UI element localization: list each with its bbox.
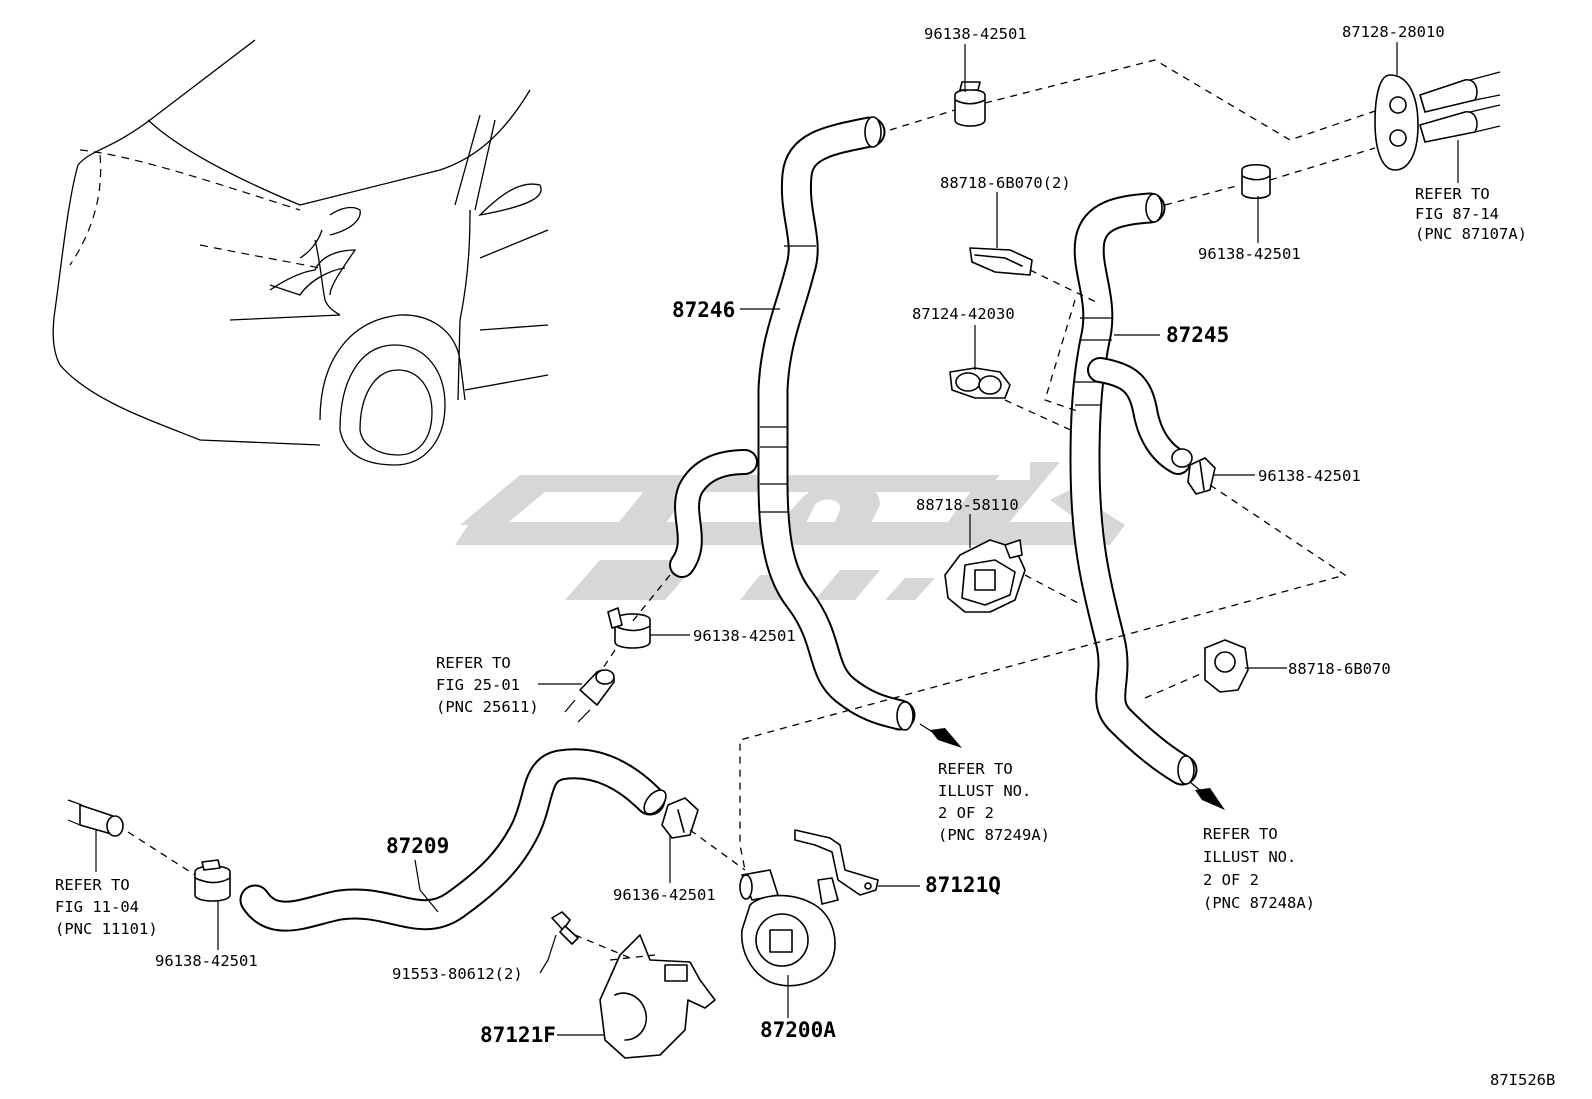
bracket-87121Q[interactable] <box>794 829 879 896</box>
clip-right-upper[interactable] <box>1241 163 1271 200</box>
label-refer-25-01-line2: FIG 25-01 <box>436 676 520 694</box>
hose-87245[interactable] <box>1069 192 1198 786</box>
clamp-87124[interactable] <box>949 367 1011 399</box>
label-bracket-87121Q: 87121Q <box>925 873 1001 897</box>
label-hose-87209: 87209 <box>386 834 449 858</box>
label-clip-center: 96138-42501 <box>693 627 796 645</box>
label-refer-87248-line1: REFER TO <box>1203 825 1278 843</box>
label-bracket-87121F: 87121F <box>480 1023 556 1047</box>
label-refer-87248-line2: ILLUST NO. <box>1203 848 1296 866</box>
label-refer-11-04-line3: (PNC 11101) <box>55 920 158 938</box>
label-valve-88718: 88718-58110 <box>916 496 1019 514</box>
clamp-88718-lower[interactable] <box>1204 639 1249 693</box>
label-clip-right-mid: 96138-42501 <box>1258 467 1361 485</box>
clip-right-mid[interactable] <box>1187 457 1216 495</box>
label-hose-87245: 87245 <box>1166 323 1229 347</box>
clip-center[interactable] <box>607 607 651 649</box>
hose-87209[interactable] <box>239 748 670 932</box>
label-hose-87246: 87246 <box>672 298 735 322</box>
hose-87246[interactable] <box>669 116 916 731</box>
label-pump-87200A: 87200A <box>760 1018 836 1042</box>
pump-87200A[interactable] <box>739 869 839 987</box>
label-clamp-right-lower: 88718-6B070 <box>1288 660 1391 678</box>
clamp-88718-top[interactable] <box>969 247 1033 276</box>
label-refer-87248-line3: 2 OF 2 <box>1203 871 1259 889</box>
valve-88718-58110[interactable] <box>944 539 1026 613</box>
label-refer-87249-line4: (PNC 87249A) <box>938 826 1050 844</box>
label-refer-87-14-line2: FIG 87-14 <box>1415 205 1499 223</box>
label-bolt-91553: 91553-80612(2) <box>392 965 523 983</box>
label-grommet: 87128-28010 <box>1342 23 1445 41</box>
label-refer-87249-line1: REFER TO <box>938 760 1013 778</box>
vehicle-outline <box>52 39 549 466</box>
label-refer-25-01-line3: (PNC 25611) <box>436 698 539 716</box>
label-refer-87249-line3: 2 OF 2 <box>938 804 994 822</box>
clip-top[interactable] <box>954 81 986 127</box>
bolt-91553[interactable] <box>551 911 579 945</box>
watermark-logo <box>455 462 1125 600</box>
dashed-connectors <box>127 59 1379 961</box>
bracket-87121F[interactable] <box>599 934 716 1059</box>
clip-96136[interactable] <box>661 797 699 839</box>
label-clamp-top-right: 88718-6B070(2) <box>940 174 1071 192</box>
leader-lines <box>95 42 1459 1036</box>
illustration-id: 87I526B <box>1490 1071 1555 1089</box>
label-clip-right-upper: 96138-42501 <box>1198 245 1301 263</box>
label-clip-left-bottom: 96138-42501 <box>155 952 258 970</box>
label-refer-87248-line4: (PNC 87248A) <box>1203 894 1315 912</box>
pipe-end-11-04 <box>67 799 124 837</box>
label-refer-25-01-line1: REFER TO <box>436 654 511 672</box>
clip-left-bottom[interactable] <box>194 859 231 902</box>
label-clip-96136: 96136-42501 <box>613 886 716 904</box>
label-refer-11-04-line2: FIG 11-04 <box>55 898 139 916</box>
pipe-end-25-01 <box>564 669 615 723</box>
label-refer-87-14-line3: (PNC 87107A) <box>1415 225 1527 243</box>
arrow-87248 <box>1189 781 1225 810</box>
label-refer-87249-line2: ILLUST NO. <box>938 782 1031 800</box>
arrow-87249 <box>919 723 962 748</box>
label-refer-11-04-line1: REFER TO <box>55 876 130 894</box>
label-clamp-87124: 87124-42030 <box>912 305 1015 323</box>
label-refer-87-14-line1: REFER TO <box>1415 185 1490 203</box>
grommet-87128[interactable] <box>1374 71 1501 171</box>
label-clip-top: 96138-42501 <box>924 25 1027 43</box>
